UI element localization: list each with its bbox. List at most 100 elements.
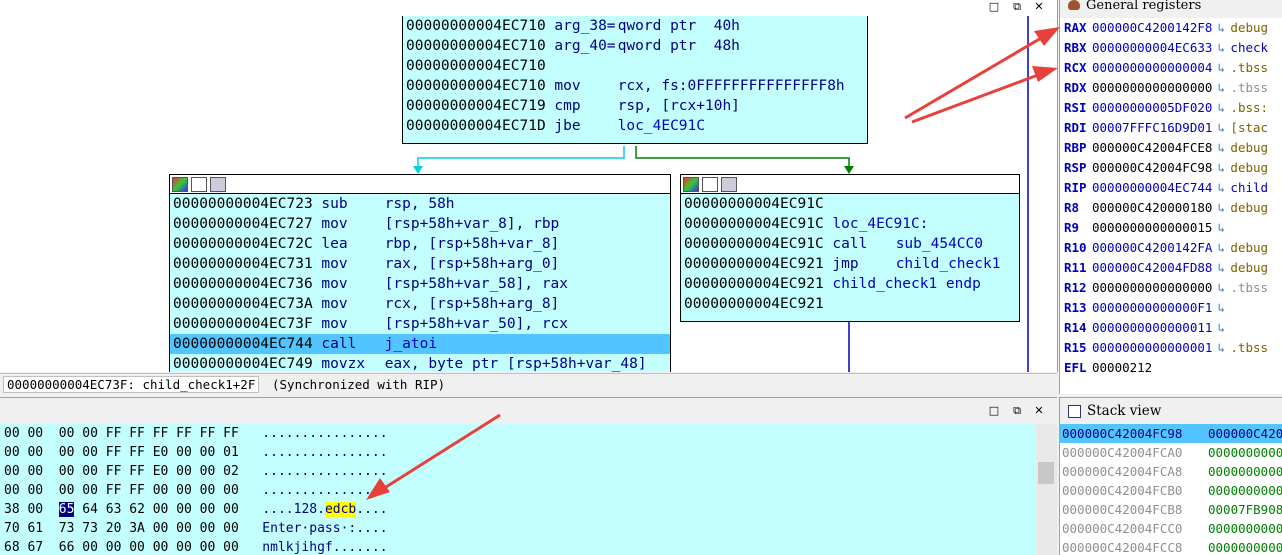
hex-row[interactable]: 68 67 66 00 00 00 00 00 00 00 nmlkjihgf.… (0, 538, 1036, 555)
stack-value[interactable]: 000000C420 (1206, 424, 1282, 443)
stack-value[interactable]: 0000000000 (1208, 483, 1282, 498)
stack-value[interactable]: 0000000000 (1208, 521, 1282, 536)
operands[interactable]: j_atoi (384, 336, 438, 352)
stack-address[interactable]: 000000C42004FCA0 (1062, 445, 1183, 460)
stack-row[interactable]: 000000C42004FCC8 0000000000 (1060, 538, 1282, 555)
hex-ascii[interactable]: ................ (262, 426, 388, 441)
hex-view-panel[interactable]: □ ⧉ ✕ 00 00 00 00 FF FF FF FF FF FF ....… (0, 397, 1057, 555)
register-value[interactable]: 0000000000000000 (1092, 280, 1213, 295)
jump-arrow-icon[interactable]: ↳ (1217, 280, 1226, 295)
jump-arrow-icon[interactable]: ↳ (1217, 240, 1226, 255)
operands[interactable]: child_check1 (895, 256, 1001, 272)
minimize-icon[interactable]: □ (988, 0, 1000, 13)
hex-byte-selected[interactable]: 65 (58, 502, 75, 517)
jump-arrow-icon[interactable]: ↳ (1217, 100, 1226, 115)
edit-icon[interactable] (191, 177, 207, 192)
color-icon[interactable] (172, 177, 188, 192)
hex-scrollbar[interactable] (1036, 424, 1057, 555)
scroll-thumb[interactable] (1038, 462, 1054, 484)
hex-row[interactable]: 70 61 73 73 20 3A 00 00 00 00 Enter·pass… (0, 519, 1036, 538)
disasm-line[interactable]: 00000000004EC921 child_check1 endp (681, 274, 1019, 294)
disasm-line[interactable]: 00000000004EC710 (403, 56, 867, 76)
close-icon[interactable]: ✕ (1034, 0, 1044, 13)
stack-address[interactable]: 000000C42004FCB0 (1062, 483, 1183, 498)
stack-row[interactable]: 000000C42004FCB0 0000000000 (1060, 481, 1282, 500)
stack-row[interactable]: 000000C42004FCB8 00007FB908 (1060, 500, 1282, 519)
close-icon[interactable]: ✕ (1034, 404, 1044, 417)
graph-icon[interactable] (721, 177, 737, 192)
disasm-line[interactable]: 00000000004EC91C loc_4EC91C: (681, 214, 1019, 234)
register-value[interactable]: 000000C420000180 (1092, 200, 1213, 215)
jump-arrow-icon[interactable]: ↳ (1217, 20, 1226, 35)
hex-row[interactable]: 00 00 00 00 FF FF E0 00 00 01 ..........… (0, 443, 1036, 462)
hex-row[interactable]: 00 00 00 00 FF FF FF FF FF FF ..........… (0, 424, 1036, 443)
jump-arrow-icon[interactable]: ↳ (1217, 260, 1226, 275)
stack-address[interactable]: 000000C42004FCB8 (1062, 502, 1183, 517)
hex-ascii[interactable]: nmlkjihgf....... (262, 540, 388, 555)
register-value[interactable]: 00000000004EC633 (1092, 40, 1213, 55)
register-value[interactable]: 0000000000000015 (1092, 220, 1213, 235)
jump-arrow-icon[interactable]: ↳ (1217, 40, 1226, 55)
jump-arrow-icon[interactable]: ↳ (1217, 140, 1226, 155)
disasm-line[interactable]: 00000000004EC710 arg_38=qword ptr 40h (403, 16, 867, 36)
color-icon[interactable] (683, 177, 699, 192)
disasm-line[interactable]: 00000000004EC91C (681, 194, 1019, 214)
hex-bytes[interactable]: 00 00 00 00 FF FF E0 00 00 01 (4, 445, 239, 460)
register-value[interactable]: 00000000005DF020 (1092, 100, 1213, 115)
register-value[interactable]: 00000000004EC744 (1092, 180, 1213, 195)
register-value[interactable]: 0000000000000000 (1092, 80, 1213, 95)
stack-address[interactable]: 000000C42004FC98 (1060, 424, 1206, 443)
operands[interactable]: sub_454CC0 (895, 236, 983, 252)
hex-ascii[interactable]: ................ (262, 483, 388, 498)
stack-value[interactable]: 00007FB908 (1208, 502, 1282, 517)
hex-row[interactable]: 38 00 65 64 63 62 00 00 00 00 ....128.ed… (0, 500, 1036, 519)
disasm-line[interactable]: 00000000004EC727 mov[rsp+58h+var_8], rbp (170, 214, 670, 234)
stack-value[interactable]: 0000000000 (1208, 464, 1282, 479)
restore-icon[interactable]: ⧉ (1013, 404, 1021, 417)
restore-icon[interactable]: ⧉ (1013, 0, 1021, 13)
hex-ascii-highlight[interactable]: edcb (324, 502, 357, 517)
hex-ascii[interactable]: ................ (262, 464, 388, 479)
jump-arrow-icon[interactable]: ↳ (1217, 80, 1226, 95)
stack-address[interactable]: 000000C42004FCC8 (1062, 540, 1183, 555)
jump-arrow-icon[interactable]: ↳ (1217, 320, 1226, 335)
hex-bytes[interactable]: 00 00 00 00 FF FF FF FF FF FF (4, 426, 239, 441)
hex-dump[interactable]: 00 00 00 00 FF FF FF FF FF FF ..........… (0, 424, 1036, 555)
stack-value[interactable]: 0000000000 (1208, 540, 1282, 555)
stack-address[interactable]: 000000C42004FCA8 (1062, 464, 1183, 479)
jump-arrow-icon[interactable]: ↳ (1217, 340, 1226, 355)
register-value[interactable]: 00007FFFC16D9D01 (1092, 120, 1213, 135)
jump-arrow-icon[interactable]: ↳ (1217, 180, 1226, 195)
hex-bytes[interactable]: 00 00 00 00 FF FF 00 00 00 00 (4, 483, 239, 498)
hex-bytes[interactable]: 70 61 73 73 20 3A 00 00 00 00 (4, 521, 239, 536)
disasm-line[interactable]: 00000000004EC921 (681, 294, 1019, 314)
jump-arrow-icon[interactable]: ↳ (1217, 120, 1226, 135)
register-value[interactable]: 000000C42004FC98 (1092, 160, 1213, 175)
register-value[interactable]: 000000C42004FCE8 (1092, 140, 1213, 155)
operands[interactable]: loc_4EC91C (617, 118, 705, 134)
hex-bytes[interactable]: 64 63 62 00 00 00 00 (74, 502, 239, 517)
